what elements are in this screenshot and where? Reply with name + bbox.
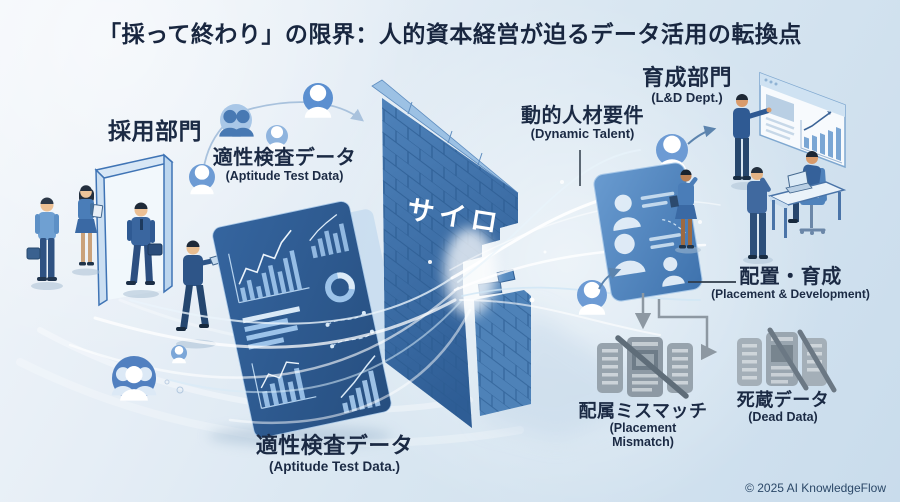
user-icon <box>189 164 215 195</box>
arrow-elbow-icon <box>657 299 718 361</box>
presenter-figure <box>733 94 772 180</box>
label-ld-en: (L&D Dept.) <box>651 89 723 105</box>
user-icon <box>303 83 333 118</box>
label-dead-data: 死蔵データ (Dead Data) <box>723 390 843 424</box>
curved-arrow-icon <box>598 267 622 290</box>
user-icon <box>266 125 288 151</box>
label-aptitude-top-ja: 適性検査データ <box>212 147 357 169</box>
label-mismatch-en1: (Placement <box>609 421 677 436</box>
label-aptitude-bottom-en: (Aptitude Test Data.) <box>269 458 400 474</box>
recruit-flow-arrow <box>201 101 364 187</box>
person-figure-sweater <box>26 197 59 281</box>
curved-arrow-icon <box>687 125 717 145</box>
laptop-icon <box>785 170 813 194</box>
person-figure-doorway <box>126 202 163 285</box>
label-dead-en: (Dead Data) <box>748 410 818 425</box>
person-figure-clipboard <box>75 185 104 266</box>
label-placement-ja: 配置・育成 <box>739 266 842 288</box>
user-icon <box>171 345 187 364</box>
user-icon <box>656 134 688 171</box>
label-ld-dept: 育成部門 (L&D Dept.) <box>628 65 746 105</box>
label-aptitude-bottom: 適性検査データ (Aptitude Test Data.) <box>232 433 437 474</box>
label-mismatch: 配属ミスマッチ (Placement Mismatch) <box>573 401 713 449</box>
label-dynamic-ja: 動的人材要件 <box>521 105 644 127</box>
label-ld-ja: 育成部門 <box>641 65 732 90</box>
slash-icon <box>767 327 809 391</box>
connector-arrows <box>579 125 736 361</box>
circle-icons <box>111 83 688 401</box>
group-icon <box>111 356 157 401</box>
copyright-text: © 2025 AI KnowledgeFlow <box>745 481 886 495</box>
label-dead-ja: 死蔵データ <box>736 390 830 410</box>
users-icon <box>219 104 254 137</box>
user-icon <box>577 280 607 315</box>
label-recruitment-ja: 採用部門 <box>108 118 202 144</box>
standing-figure <box>747 167 771 259</box>
talent-panel <box>593 162 703 302</box>
label-aptitude-top: 適性検査データ (Aptitude Test Data) <box>202 147 367 183</box>
label-dynamic-talent: 動的人材要件 (Dynamic Talent) <box>500 105 665 142</box>
label-mismatch-ja: 配属ミスマッチ <box>578 401 708 421</box>
label-dynamic-en: (Dynamic Talent) <box>530 126 635 142</box>
ld-scene <box>669 71 847 264</box>
slash-icon <box>615 335 689 399</box>
label-aptitude-top-en: (Aptitude Test Data) <box>225 169 344 184</box>
label-mismatch-en2: Mismatch) <box>612 435 674 450</box>
page-title: 「採って終わり」の限界：人的資本経営が迫るデータ活用の転換点 <box>98 21 802 47</box>
label-placement-en: (Placement & Development) <box>711 287 870 302</box>
desk <box>767 170 847 238</box>
label-placement: 配置・育成 (Placement & Development) <box>703 266 878 302</box>
label-aptitude-bottom-ja: 適性検査データ <box>255 433 414 458</box>
presentation-screen <box>759 71 846 169</box>
mismatch-icons <box>597 335 693 399</box>
label-recruitment: 採用部門 <box>100 118 210 145</box>
dead-data-icons <box>737 327 837 393</box>
trainer-figure <box>669 169 698 249</box>
slash-icon <box>797 329 837 393</box>
